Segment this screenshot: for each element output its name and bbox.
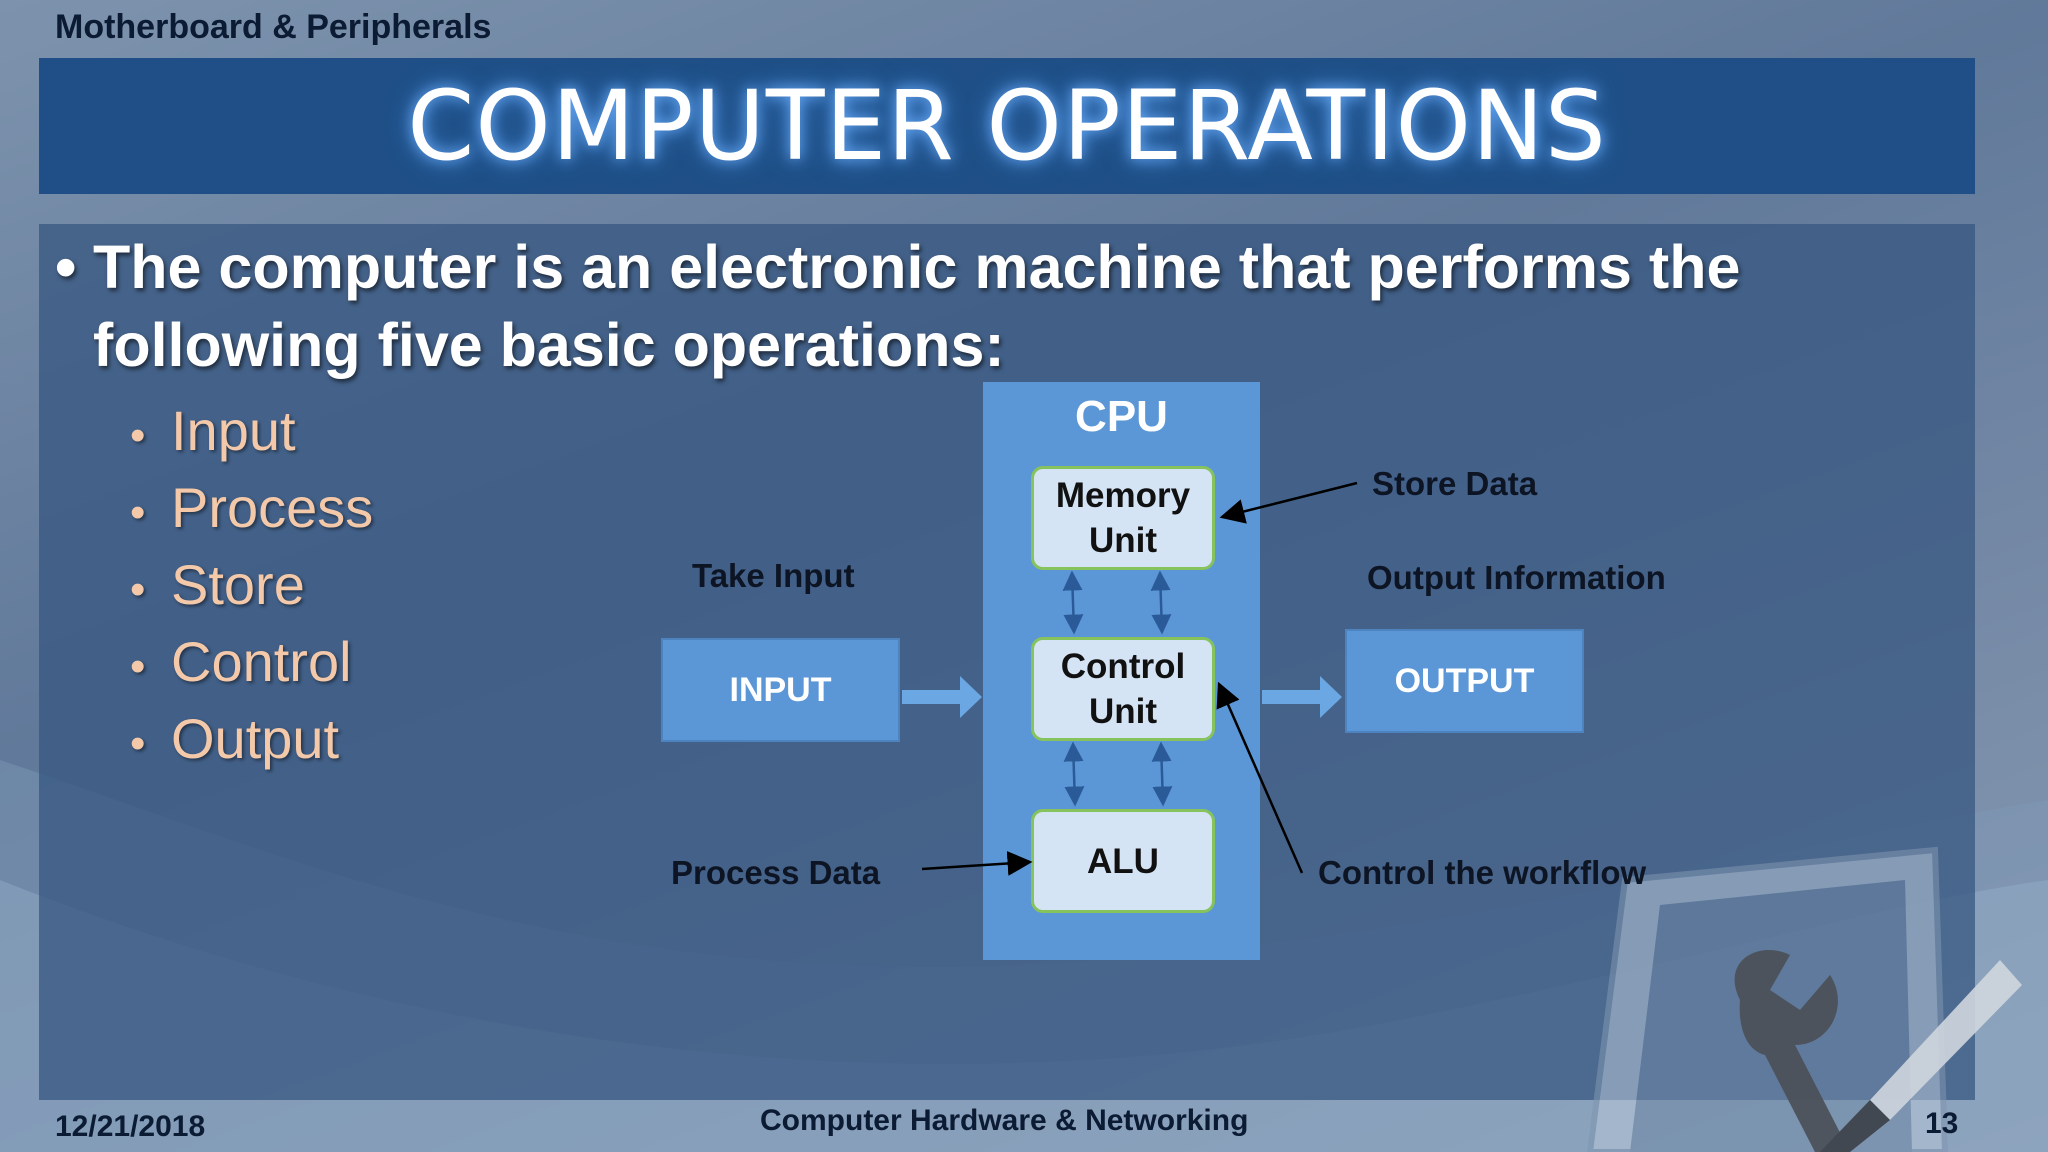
label-take-input: Take Input	[692, 557, 855, 594]
label-output-information: Output Information	[1367, 559, 1666, 596]
lead-line-1: The computer is an electronic machine th…	[93, 233, 1741, 301]
list-item: •Output	[130, 700, 373, 777]
lead-paragraph: •The computer is an electronic machine t…	[55, 228, 1855, 384]
cpu-label: CPU	[1075, 392, 1168, 441]
list-item: •Control	[130, 623, 373, 700]
footer-date: 12/21/2018	[55, 1110, 206, 1143]
page-number: 13	[1925, 1107, 1959, 1140]
lead-line-2: following five basic operations:	[93, 311, 1005, 379]
list-item: •Store	[130, 546, 373, 623]
footer-course: Computer Hardware & Networking	[760, 1104, 1249, 1137]
label-process-data: Process Data	[671, 854, 881, 891]
bullet-icon: •	[55, 233, 77, 301]
slide-title: COMPUTER OPERATIONS	[407, 70, 1607, 182]
bullet-icon: •	[130, 411, 146, 460]
bullet-icon: •	[130, 719, 146, 768]
slide-topic: Motherboard & Peripherals	[55, 8, 492, 46]
alu-box: ALU	[1031, 809, 1215, 913]
input-box: INPUT	[661, 638, 900, 742]
list-item: •Process	[130, 469, 373, 546]
label-store-data: Store Data	[1372, 465, 1538, 502]
list-item: •Input	[130, 392, 373, 469]
bullet-icon: •	[130, 642, 146, 691]
label-control-workflow: Control the workflow	[1318, 854, 1647, 891]
title-bar: COMPUTER OPERATIONS	[39, 58, 1975, 194]
output-box: OUTPUT	[1345, 629, 1584, 733]
bullet-icon: •	[130, 488, 146, 537]
bullet-icon: •	[130, 565, 146, 614]
operations-list: •Input •Process •Store •Control •Output	[130, 392, 373, 777]
